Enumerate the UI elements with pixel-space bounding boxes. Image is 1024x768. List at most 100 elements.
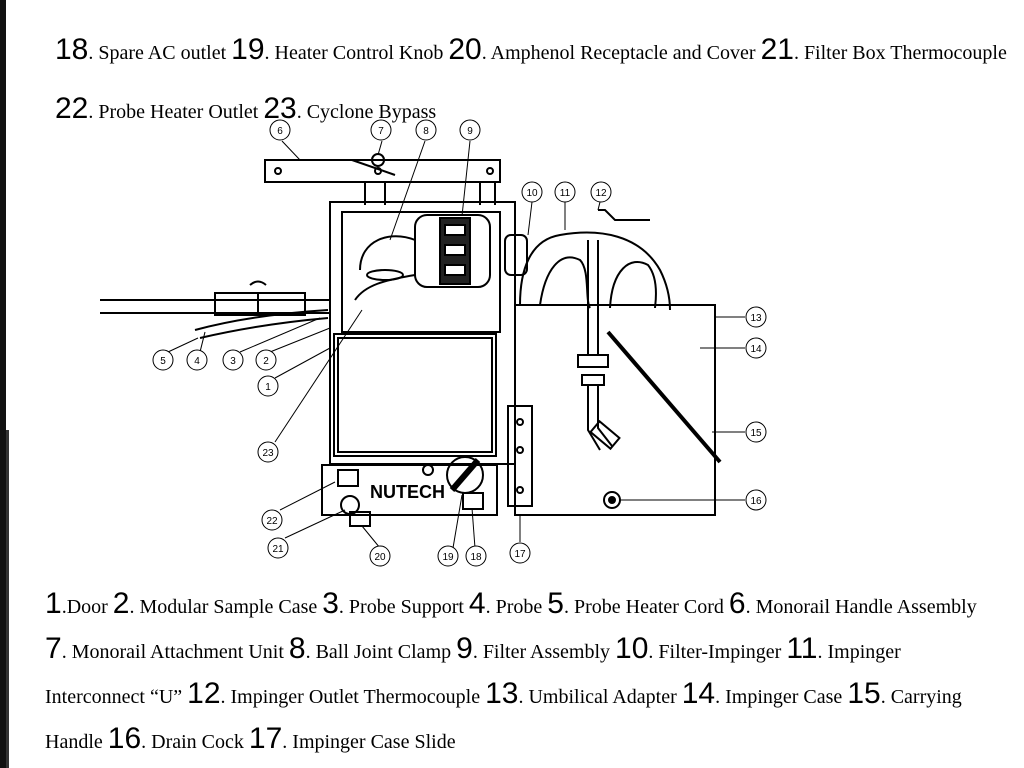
top-legend-item-23: 23. Cyclone Bypass xyxy=(263,92,436,125)
monorail-handle xyxy=(264,159,501,183)
spare-ac-outlet xyxy=(462,492,484,510)
impinger-interconnect xyxy=(519,231,671,311)
svg-text:4: 4 xyxy=(194,356,200,367)
callout-1: 1 xyxy=(257,375,279,397)
svg-text:11: 11 xyxy=(560,188,571,199)
legend-text: . Heater Control Knob xyxy=(264,42,449,64)
svg-text:20: 20 xyxy=(374,552,386,563)
legend-text: .Door xyxy=(61,596,113,618)
top-legend-item-18: 18. Spare AC outlet xyxy=(55,33,231,66)
top-legend-item-20: 20. Amphenol Receptacle and Cover xyxy=(448,33,761,66)
bottom-legend-item-6: 6. Monorail Handle Assembly xyxy=(729,587,977,620)
svg-text:9: 9 xyxy=(467,126,473,137)
callout-12: 12 xyxy=(590,181,612,203)
legend-number: 11 xyxy=(786,632,818,665)
legend-number: 7 xyxy=(45,632,62,665)
legend-text: . Impinger Interconnect “U” xyxy=(45,641,901,708)
door-upper xyxy=(341,211,501,333)
bottom-legend-item-3: 3. Probe Support xyxy=(322,587,469,620)
legend-number: 12 xyxy=(187,677,221,710)
callout-6: 6 xyxy=(269,119,291,141)
legend-text: . Probe xyxy=(485,596,548,618)
callout-13: 13 xyxy=(745,306,767,328)
legend-number: 17 xyxy=(248,722,283,755)
impinger-case xyxy=(514,304,716,516)
bottom-legend-item-12: 12. Impinger Outlet Thermocouple xyxy=(187,677,485,710)
bottom-legend-item-10: 10. Filter-Impinger xyxy=(615,632,787,665)
top-legend-item-21: 21. Filter Box Thermocouple xyxy=(761,33,1007,66)
callout-11: 11 xyxy=(554,181,576,203)
probe-support xyxy=(214,292,306,316)
svg-text:17: 17 xyxy=(514,549,526,560)
top-legend-item-22: 22. Probe Heater Outlet xyxy=(55,92,264,125)
legend-text: . Carrying Handle xyxy=(45,686,962,753)
legend-number: 14 xyxy=(681,677,716,710)
bottom-legend-item-8: 8. Ball Joint Clamp xyxy=(289,632,456,665)
svg-text:16: 16 xyxy=(750,496,762,507)
callout-7: 7 xyxy=(370,119,392,141)
legend-text: . Impinger Case Slide xyxy=(282,731,456,753)
callout-14: 14 xyxy=(745,337,767,359)
legend-text: . Drain Cock xyxy=(141,731,249,753)
legend-text: . Filter Assembly xyxy=(472,641,616,663)
svg-text:6: 6 xyxy=(277,126,283,137)
svg-text:21: 21 xyxy=(272,544,284,555)
legend-number: 9 xyxy=(456,632,473,665)
svg-text:1: 1 xyxy=(265,382,271,393)
top-legend-item-19: 19. Heater Control Knob xyxy=(231,33,449,66)
svg-text:8: 8 xyxy=(423,126,429,137)
legend-number: 13 xyxy=(485,677,519,710)
door xyxy=(333,333,497,457)
bottom-legend-item-1: 1.Door xyxy=(45,587,113,620)
filter-assembly xyxy=(414,214,491,288)
svg-text:2: 2 xyxy=(263,356,269,367)
bottom-legend-item-16: 16. Drain Cock xyxy=(108,722,249,755)
legend-number: 18 xyxy=(55,33,89,66)
svg-text:22: 22 xyxy=(266,516,278,527)
svg-text:18: 18 xyxy=(470,552,482,563)
bottom-legend-item-9: 9. Filter Assembly xyxy=(456,632,616,665)
sample-case-diagram: NUTECH 6 7 8 9 10 11 12 13 14 xyxy=(100,119,767,567)
ball-joint-clamp xyxy=(366,269,404,281)
legend-number: 21 xyxy=(760,33,794,66)
callout-22: 22 xyxy=(261,509,283,531)
probe-heater-outlet xyxy=(337,469,359,487)
brand-label: NUTECH xyxy=(370,482,445,502)
legend-number: 2 xyxy=(112,587,130,620)
scan-edge xyxy=(0,0,6,768)
bottom-legend-item-7: 7. Monorail Attachment Unit xyxy=(45,632,289,665)
callout-18: 18 xyxy=(465,545,487,567)
legend-number: 8 xyxy=(288,632,306,665)
svg-text:12: 12 xyxy=(595,188,607,199)
callout-19: 19 xyxy=(437,545,459,567)
callout-4: 4 xyxy=(186,349,208,371)
svg-text:14: 14 xyxy=(750,344,762,355)
svg-text:7: 7 xyxy=(378,126,384,137)
legend-text: . Filter Box Thermocouple xyxy=(793,42,1007,64)
callout-5: 5 xyxy=(152,349,174,371)
legend-number: 10 xyxy=(615,632,649,665)
legend-text: . Monorail Handle Assembly xyxy=(745,596,977,618)
bottom-legend-item-5: 5. Probe Heater Cord xyxy=(547,587,729,620)
legend-number: 15 xyxy=(847,677,881,710)
probe-heater-cord xyxy=(194,309,329,331)
callout-9: 9 xyxy=(459,119,481,141)
legend-number: 3 xyxy=(322,587,339,620)
callout-21: 21 xyxy=(267,537,289,559)
impinger-outlet-thermocouple xyxy=(598,209,650,221)
legend-text: . Amphenol Receptacle and Cover xyxy=(481,42,761,64)
legend-text: . Modular Sample Case xyxy=(129,596,323,618)
svg-text:3: 3 xyxy=(230,356,236,367)
svg-text:19: 19 xyxy=(442,552,454,563)
carrying-handle xyxy=(606,330,722,464)
legend-text: . Probe Support xyxy=(338,596,469,618)
legend-number: 23 xyxy=(263,92,297,125)
legend-text: . Probe Heater Cord xyxy=(563,596,729,618)
legend-number: 4 xyxy=(468,587,486,620)
bottom-legend: 1.Door 2. Modular Sample Case 3. Probe S… xyxy=(45,583,985,763)
impinger-case-slide xyxy=(507,405,533,507)
legend-text: . Probe Heater Outlet xyxy=(88,101,264,123)
legend-text: . Filter-Impinger xyxy=(648,641,787,663)
legend-number: 1 xyxy=(45,587,62,620)
svg-text:15: 15 xyxy=(750,428,762,439)
